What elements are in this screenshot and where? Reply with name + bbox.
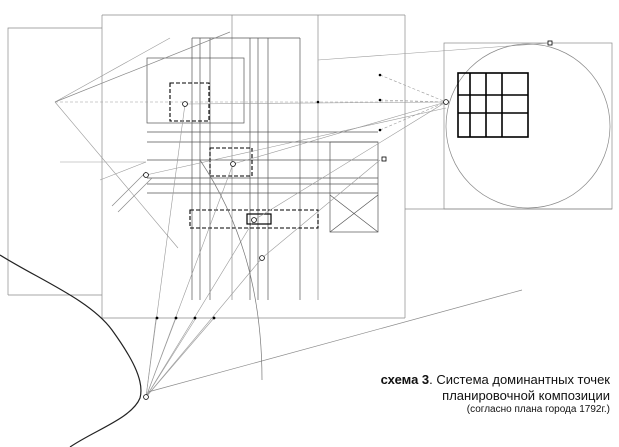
marker-dots <box>155 73 382 320</box>
caption-subtitle: планировочной композиции <box>442 387 610 403</box>
caption-source-note: (согласно плана города 1792г.) <box>466 404 610 416</box>
dominant-points <box>143 40 553 400</box>
circular-square <box>405 42 613 210</box>
sight-lines <box>54 37 551 398</box>
cross-building <box>457 72 529 138</box>
caption-label: схема 3 <box>380 372 430 387</box>
caption-title-rest: . Система доминантных точек <box>429 372 610 387</box>
arc-line <box>199 159 263 381</box>
diagram-caption: схема 3. Система доминантных точек плани… <box>270 372 610 416</box>
caption-title: схема 3. Система доминантных точек <box>270 372 610 388</box>
river-curve <box>0 254 142 447</box>
outer-frame <box>7 14 406 319</box>
diagonal-axes <box>54 31 523 393</box>
